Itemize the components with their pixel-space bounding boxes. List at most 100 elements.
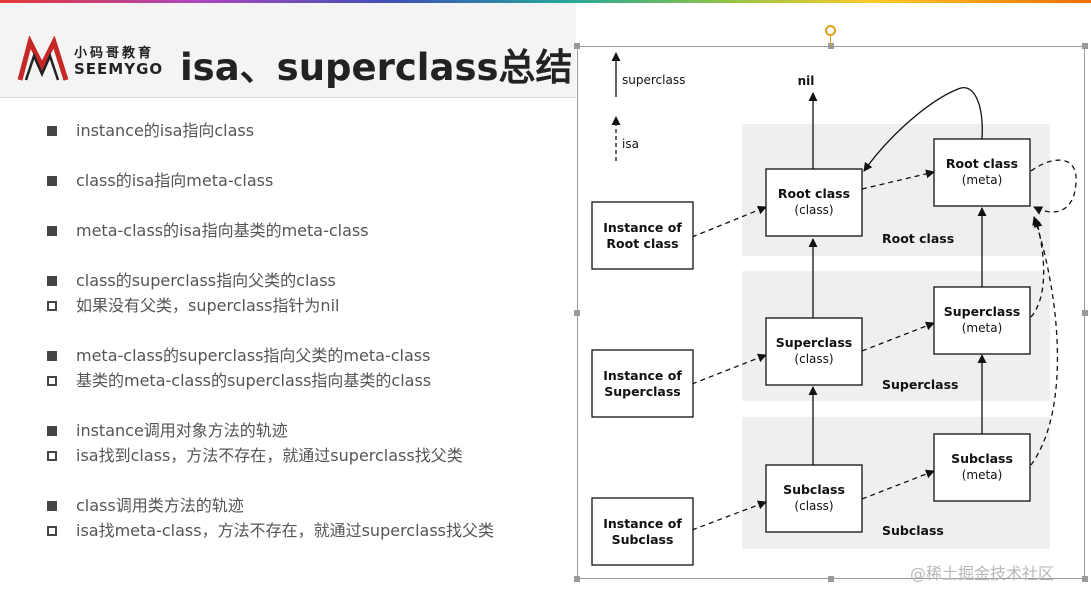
instance-sub-box: Instance of Subclass [591, 497, 694, 566]
root-class-subtitle: (class) [794, 203, 833, 217]
bullet-text: class的isa指向meta-class [76, 171, 274, 190]
superclass-class-title: Superclass [776, 335, 853, 350]
filled-square-bullet-icon [47, 501, 57, 511]
isa-arrow-rootclass-to-rootmeta [861, 169, 935, 190]
bullet-text: isa找到class，方法不存在，就通过superclass找父类 [76, 446, 463, 465]
bullet-text: instance调用对象方法的轨迹 [76, 421, 288, 440]
slide-title: isa、superclass总结 [180, 46, 573, 89]
filled-square-bullet-icon [47, 276, 57, 286]
instance-super-line2: Superclass [604, 384, 681, 399]
logo-mark-icon [17, 36, 69, 81]
logo-chinese-text: 小码哥教育 [74, 46, 155, 61]
band-label-subclass: Subclass [882, 523, 944, 538]
diagram-canvas: superclass isa nil Root class Superclass… [591, 52, 1077, 566]
bullet-item: meta-class的isa指向基类的meta-class [44, 218, 574, 243]
bullet-item: class的superclass指向父类的class [44, 268, 574, 293]
subclass-meta-title: Subclass [951, 451, 1013, 466]
watermark: @稀土掘金技术社区 [910, 564, 1055, 583]
logo-english-text: SEEMYGO [74, 60, 164, 78]
root-meta-box: Root class (meta) [933, 138, 1031, 207]
bullet-text: meta-class的isa指向基类的meta-class [76, 221, 369, 240]
root-meta-subtitle: (meta) [962, 173, 1003, 187]
bullet-item: instance的isa指向class [44, 118, 574, 143]
hollow-square-bullet-icon [47, 301, 57, 311]
instance-root-box: Instance of Root class [591, 201, 694, 270]
filled-square-bullet-icon [47, 426, 57, 436]
resize-handle-top-center[interactable] [828, 43, 834, 49]
superclass-meta-subtitle: (meta) [962, 321, 1003, 335]
superclass-meta-title: Superclass [944, 304, 1021, 319]
bullet-list: instance的isa指向class class的isa指向meta-class… [44, 118, 574, 568]
bullet-text: 如果没有父类，superclass指针为nil [76, 296, 340, 315]
sub-bullet-item: isa找到class，方法不存在，就通过superclass找父类 [44, 443, 574, 468]
subclass-class-title: Subclass [783, 482, 845, 497]
bullet-text: class调用类方法的轨迹 [76, 496, 244, 515]
resize-handle-bottom-left[interactable] [574, 576, 580, 582]
rotate-handle-stem [830, 36, 831, 46]
instance-root-line1: Instance of [603, 220, 682, 235]
hollow-square-bullet-icon [47, 526, 57, 536]
superclass-meta-box: Superclass (meta) [933, 286, 1031, 355]
bullet-text: instance的isa指向class [76, 121, 255, 140]
instance-root-line2: Root class [606, 236, 678, 251]
instance-sub-line1: Instance of [603, 516, 682, 531]
bullet-item: class调用类方法的轨迹 [44, 493, 574, 518]
isa-arrow-submeta-to-rootmeta [1030, 216, 1059, 466]
subclass-meta-box: Subclass (meta) [933, 433, 1031, 502]
superclass-class-box: Superclass (class) [765, 317, 863, 386]
bullet-text: class的superclass指向父类的class [76, 271, 336, 290]
rotate-handle-icon[interactable] [825, 25, 836, 36]
superclass-class-subtitle: (class) [794, 352, 833, 366]
bullet-text: 基类的meta-class的superclass指向基类的class [76, 371, 432, 390]
resize-handle-bottom-center[interactable] [828, 576, 834, 582]
filled-square-bullet-icon [47, 126, 57, 136]
root-meta-title: Root class [946, 156, 1018, 171]
subclass-class-subtitle: (class) [794, 499, 833, 513]
isa-arrow-instance-super [691, 353, 767, 385]
bullet-group: instance的isa指向class [44, 118, 574, 143]
isa-arrow-superclass-to-supermeta [861, 321, 935, 352]
isa-arrow-rootmeta-self [1030, 159, 1077, 215]
instance-super-line1: Instance of [603, 368, 682, 383]
bullet-item: instance调用对象方法的轨迹 [44, 418, 574, 443]
resize-handle-bottom-right[interactable] [1082, 576, 1088, 582]
bullet-item: class的isa指向meta-class [44, 168, 574, 193]
subclass-meta-subtitle: (meta) [962, 468, 1003, 482]
nil-label: nil [798, 74, 815, 88]
superclass-arrow-rootmeta-to-rootclass [863, 87, 983, 172]
filled-square-bullet-icon [47, 176, 57, 186]
bullet-group: class的superclass指向父类的class 如果没有父类，supercl… [44, 268, 574, 318]
bullet-item: meta-class的superclass指向父类的meta-class [44, 343, 574, 368]
hollow-square-bullet-icon [47, 376, 57, 386]
top-color-bar [0, 0, 1091, 3]
band-label-superclass: Superclass [882, 377, 959, 392]
isa-arrow-instance-root [691, 205, 767, 238]
subclass-class-box: Subclass (class) [765, 464, 863, 533]
resize-handle-top-right[interactable] [1082, 43, 1088, 49]
root-class-title: Root class [778, 186, 850, 201]
header: 小码哥教育 SEEMYGO isa、superclass总结 [0, 3, 576, 98]
resize-handle-top-left[interactable] [574, 43, 580, 49]
filled-square-bullet-icon [47, 351, 57, 361]
legend-superclass-label: superclass [622, 73, 685, 87]
hollow-square-bullet-icon [47, 451, 57, 461]
isa-arrow-instance-sub [691, 500, 767, 531]
class-diagram[interactable]: superclass isa nil Root class Superclass… [577, 46, 1085, 579]
bullet-group: class的isa指向meta-class [44, 168, 574, 193]
sub-bullet-item: 如果没有父类，superclass指针为nil [44, 293, 574, 318]
resize-handle-middle-left[interactable] [574, 310, 580, 316]
bullet-group: meta-class的isa指向基类的meta-class [44, 218, 574, 243]
band-label-root: Root class [882, 231, 954, 246]
instance-super-box: Instance of Superclass [591, 349, 694, 418]
sub-bullet-item: 基类的meta-class的superclass指向基类的class [44, 368, 574, 393]
root-class-box: Root class (class) [765, 168, 863, 237]
brand-logo: 小码哥教育 SEEMYGO [16, 36, 176, 84]
bullet-text: meta-class的superclass指向父类的meta-class [76, 346, 431, 365]
bullet-group: class调用类方法的轨迹 isa找meta-class，方法不存在，就通过sup… [44, 493, 574, 543]
sub-bullet-item: isa找meta-class，方法不存在，就通过superclass找父类 [44, 518, 574, 543]
bullet-group: meta-class的superclass指向父类的meta-class 基类的m… [44, 343, 574, 393]
resize-handle-middle-right[interactable] [1082, 310, 1088, 316]
bullet-text: isa找meta-class，方法不存在，就通过superclass找父类 [76, 521, 495, 540]
legend-isa-label: isa [622, 137, 639, 151]
filled-square-bullet-icon [47, 226, 57, 236]
